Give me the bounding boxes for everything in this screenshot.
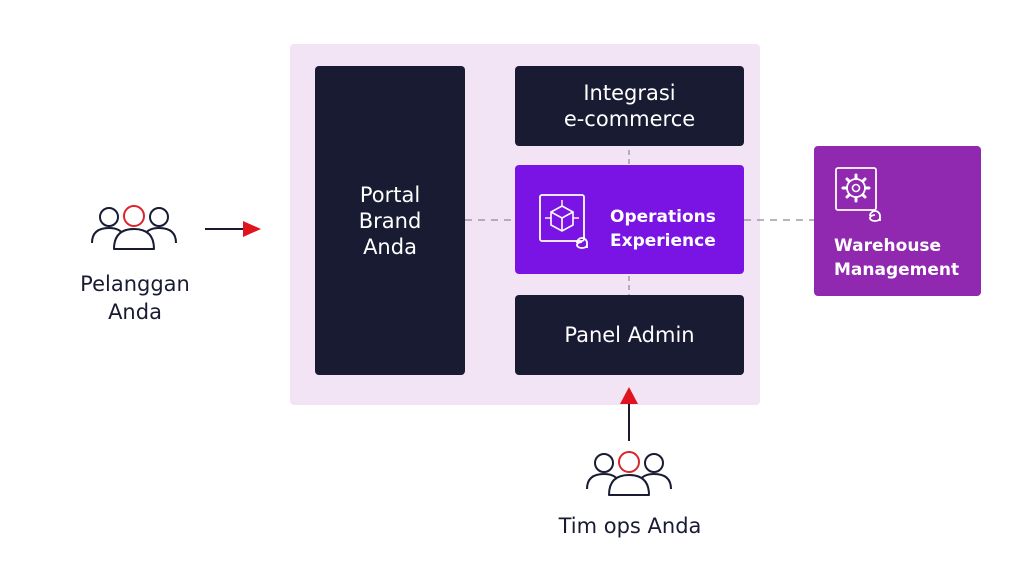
operations-experience-box: Operations Experience: [515, 165, 744, 274]
portal-brand-box: Portal Brand Anda: [315, 66, 465, 375]
portal-brand-label: Portal Brand Anda: [358, 182, 422, 259]
customer-group-label: Pelanggan Anda: [80, 272, 190, 324]
admin-panel-label: Panel Admin: [564, 323, 695, 347]
ecommerce-integration-label: Integrasi e-commerce: [563, 81, 696, 131]
operations-experience-label: Operations Experience: [610, 207, 716, 251]
warehouse-management-label: Warehouse Management: [834, 236, 960, 280]
ops-team-people-icon: [586, 451, 672, 496]
customer-arrow: [205, 221, 261, 237]
gear-logo-icon: [835, 167, 881, 222]
customer-people-icon: [91, 205, 177, 250]
admin-panel-box: Panel Admin: [515, 295, 744, 375]
ops-team-label: Tim ops Anda: [558, 514, 702, 538]
cube-gear-icon: [539, 194, 588, 249]
ops-team-arrow: [620, 387, 638, 441]
ecommerce-integration-box: Integrasi e-commerce: [515, 66, 744, 146]
warehouse-management-box: Warehouse Management: [814, 146, 981, 296]
